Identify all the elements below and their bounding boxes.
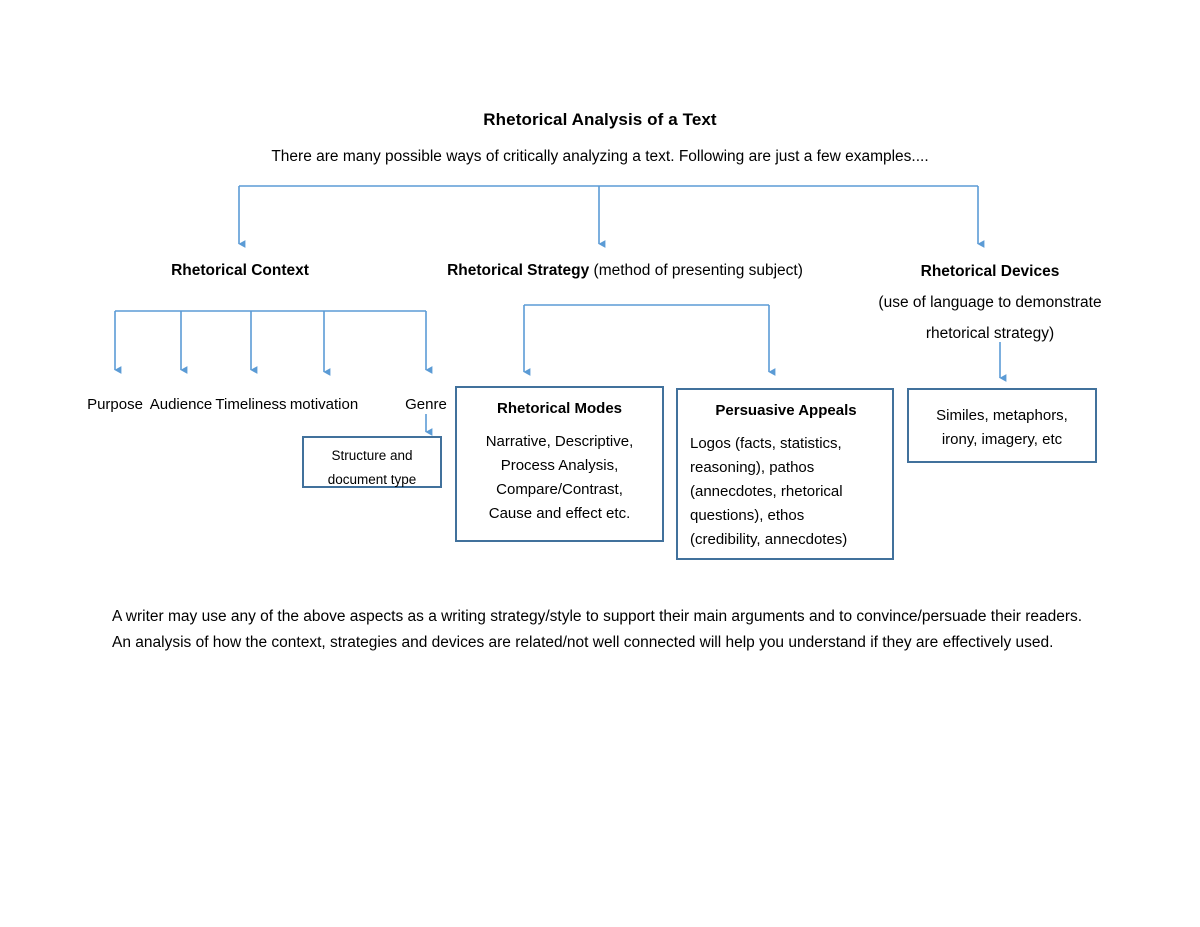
box-structure-line-1: Structure and (331, 448, 413, 463)
box-rhetorical-devices-line-1: Similes, metaphors, (936, 407, 1068, 424)
diagram-subtitle: There are many possible ways of critical… (271, 148, 929, 165)
box-persuasive-appeals-line-3: (annecdotes, rhetorical (690, 483, 843, 500)
footer-note: A writer may use any of the above aspect… (112, 608, 1083, 651)
node-rhetorical-devices-line2: (use of language to demonstrate (878, 294, 1102, 311)
box-rhetorical-devices-line-2: irony, imagery, etc (941, 431, 1063, 448)
box-persuasive-appeals-line-1: Logos (facts, statistics, (690, 435, 842, 452)
box-rhetorical-modes-line-1: Narrative, Descriptive, (485, 433, 634, 450)
node-rhetorical-strategy[interactable]: Rhetorical Strategy (method of presentin… (400, 256, 850, 286)
diagram-title: Rhetorical Analysis of a Text (483, 110, 717, 129)
box-persuasive-appeals-line-5: (credibility, annecdotes) (690, 531, 848, 548)
node-rhetorical-strategy-qualifier: (method of presenting subject) (593, 262, 803, 279)
node-rhetorical-strategy-label: Rhetorical Strategy (447, 262, 590, 279)
leaf-genre[interactable]: Genre (405, 396, 447, 413)
leaf-audience[interactable]: Audience (149, 396, 213, 413)
leaf-motivation[interactable]: motivation (289, 396, 359, 413)
node-rhetorical-context-label: Rhetorical Context (171, 262, 309, 279)
box-persuasive-appeals-line-2: reasoning), pathos (690, 459, 815, 476)
box-persuasive-appeals[interactable]: Persuasive Appeals Logos (facts, statist… (676, 388, 894, 560)
leaf-timeliness[interactable]: Timeliness (215, 396, 287, 413)
node-rhetorical-devices-line3: rhetorical strategy) (925, 325, 1055, 342)
leaf-purpose[interactable]: Purpose (87, 396, 143, 413)
node-rhetorical-context[interactable]: Rhetorical Context (140, 256, 340, 286)
box-rhetorical-modes-body: Narrative, Descriptive, Process Analysis… (465, 430, 654, 526)
box-rhetorical-devices[interactable]: Similes, metaphors, irony, imagery, etc (907, 388, 1097, 463)
box-rhetorical-modes-line-4: Cause and effect etc. (488, 505, 631, 522)
box-rhetorical-modes-line-2: Process Analysis, (500, 457, 619, 474)
node-rhetorical-devices[interactable]: Rhetorical Devices (use of language to d… (840, 256, 1140, 349)
box-persuasive-appeals-body: Logos (facts, statistics, reasoning), pa… (690, 432, 882, 552)
box-structure-document-type[interactable]: Structure and document type (302, 436, 442, 488)
box-rhetorical-devices-body: Similes, metaphors, irony, imagery, etc (917, 404, 1087, 452)
node-rhetorical-devices-label: Rhetorical Devices (920, 263, 1060, 280)
box-persuasive-appeals-title: Persuasive Appeals (715, 402, 857, 419)
box-rhetorical-modes[interactable]: Rhetorical Modes Narrative, Descriptive,… (455, 386, 664, 542)
box-structure-line-2: document type (327, 472, 417, 487)
box-rhetorical-modes-line-3: Compare/Contrast, (496, 481, 623, 498)
box-rhetorical-modes-title: Rhetorical Modes (496, 400, 623, 417)
box-persuasive-appeals-line-4: questions), ethos (690, 507, 805, 524)
